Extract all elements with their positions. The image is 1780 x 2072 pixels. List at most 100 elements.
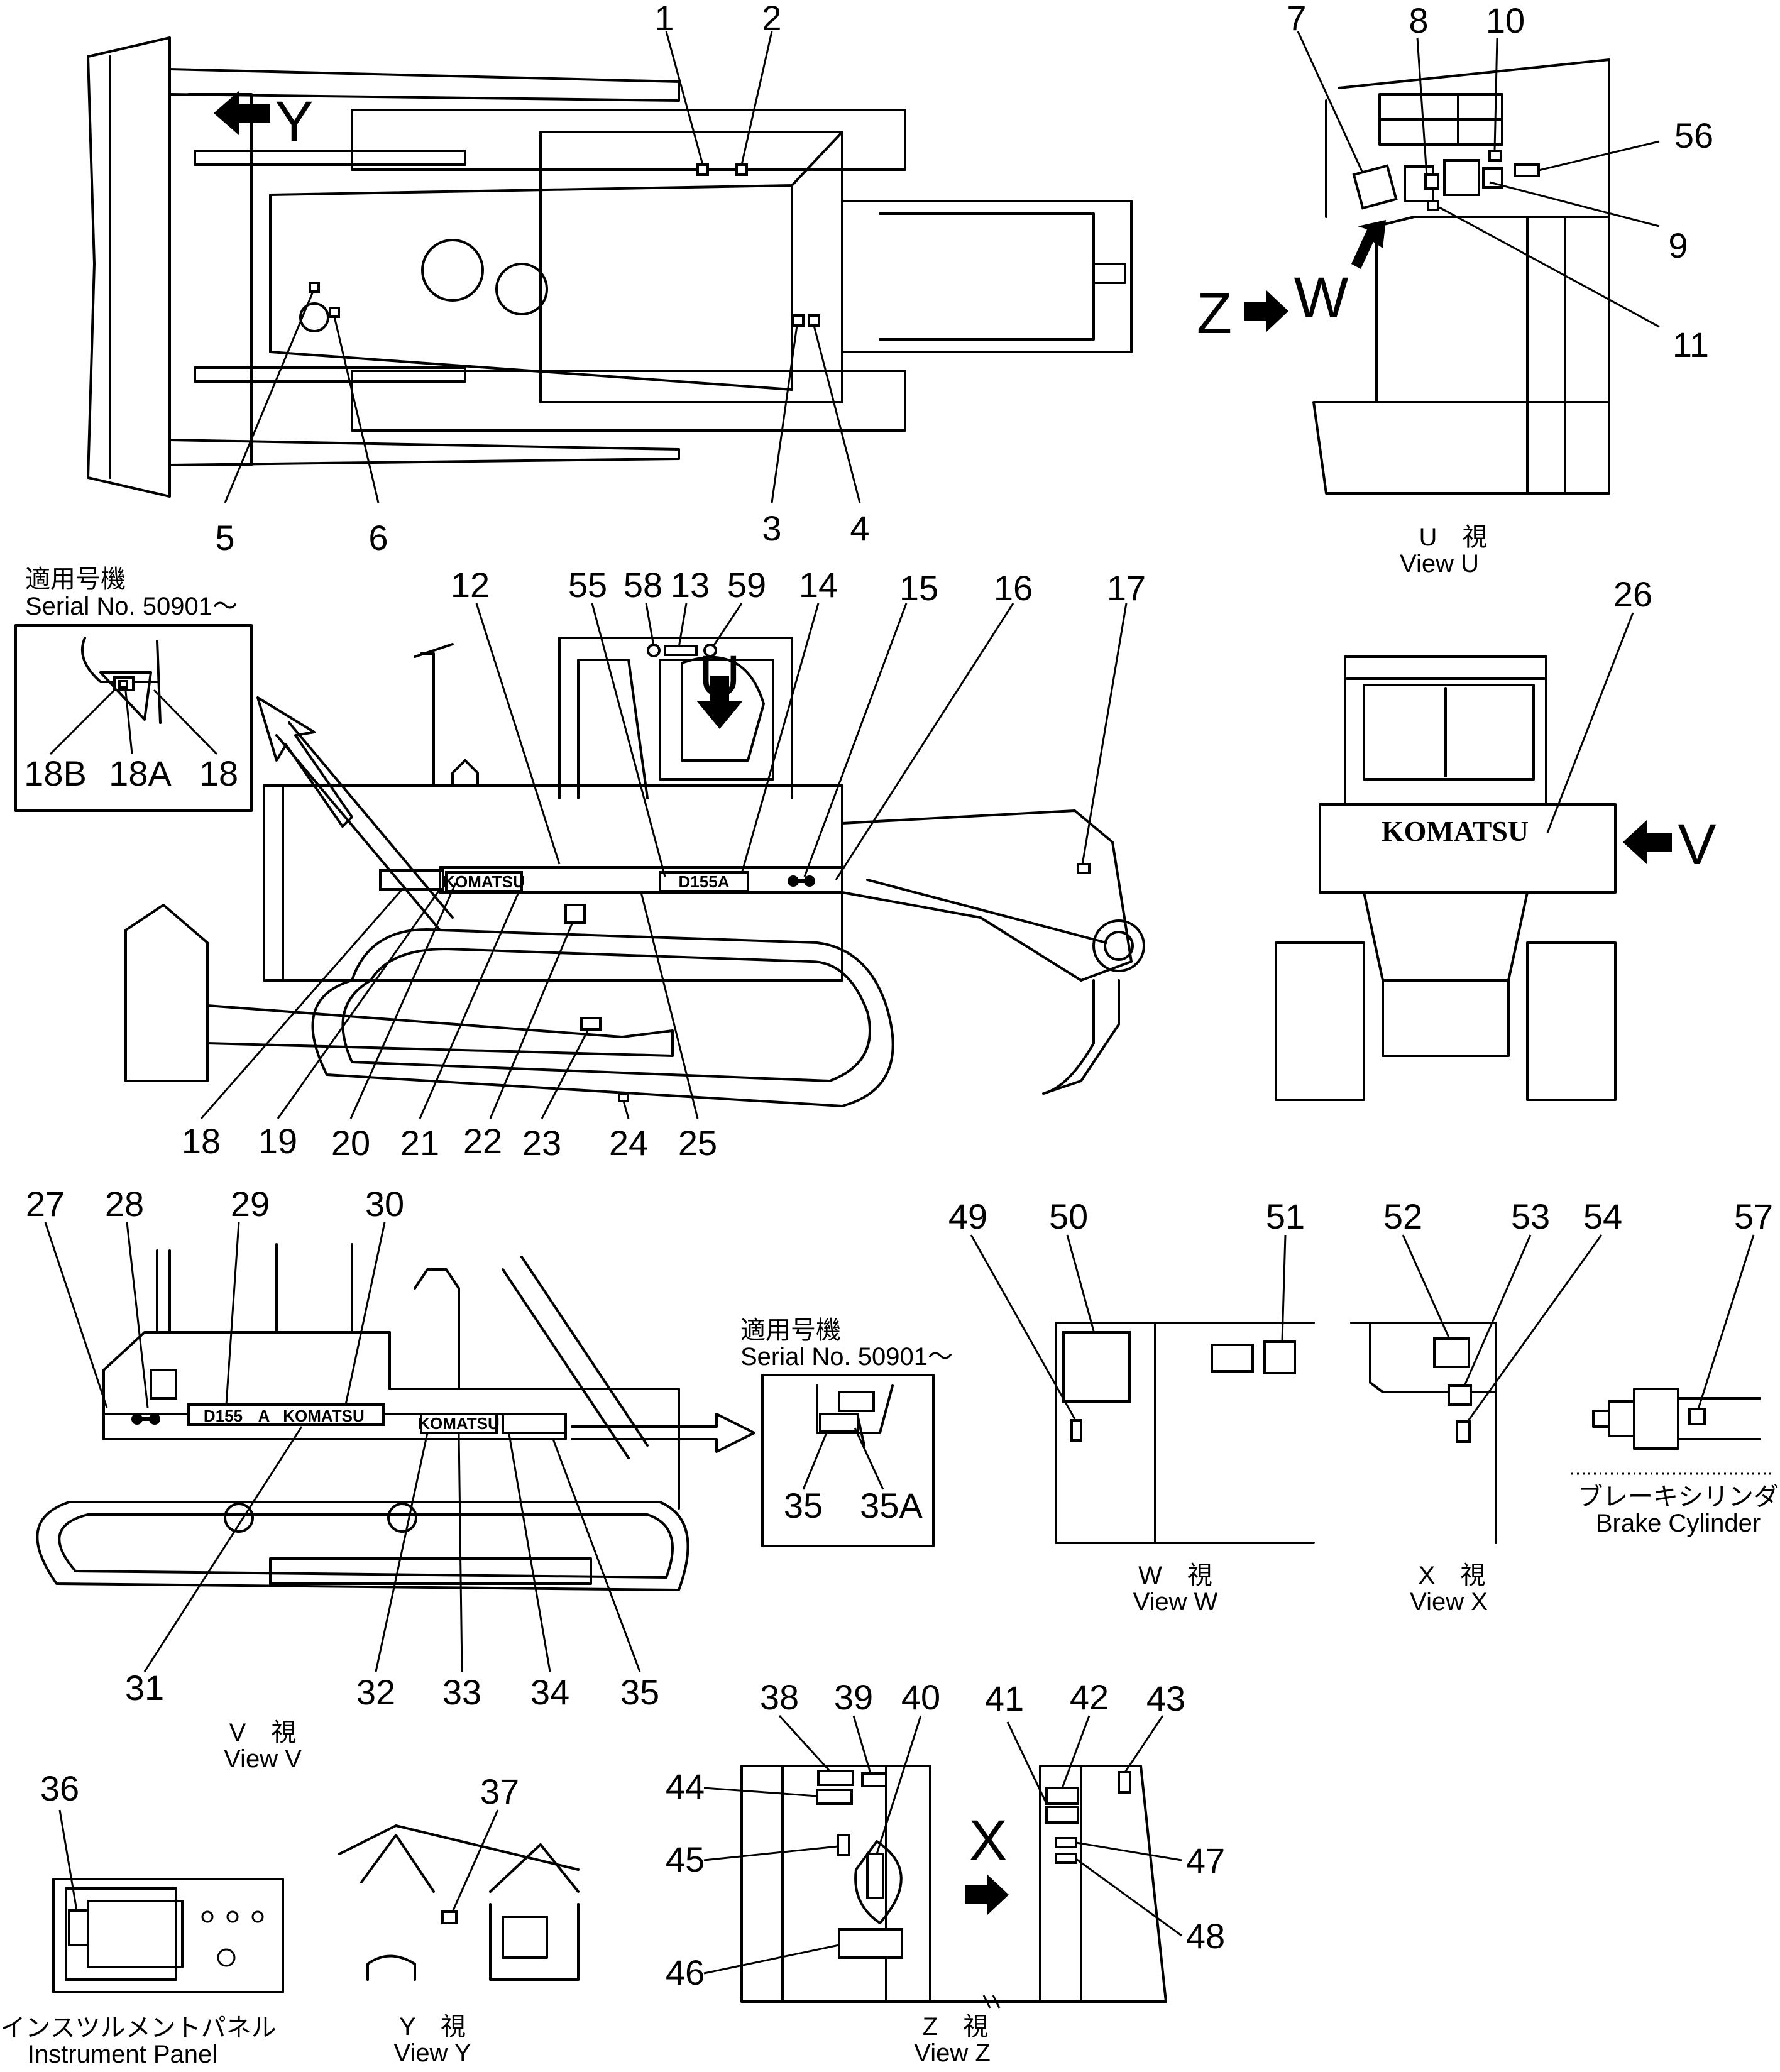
callout-4: 4 [850, 508, 869, 548]
callout-26: 26 [1613, 574, 1652, 614]
callout-57: 57 [1734, 1197, 1773, 1236]
view-letter-w: W [1294, 266, 1349, 330]
callout-21: 21 [400, 1123, 439, 1163]
callout-42: 42 [1070, 1677, 1109, 1717]
decal-brand-side: KOMATSU [443, 872, 525, 891]
callout-5: 5 [215, 518, 234, 557]
callout-22: 22 [463, 1121, 502, 1161]
callout-56: 56 [1674, 116, 1713, 155]
callout-9: 9 [1668, 226, 1688, 265]
view-v-caption-jp: V 視 [229, 1719, 297, 1746]
callout-51: 51 [1266, 1197, 1305, 1236]
view-letter-x: X [969, 1809, 1007, 1873]
callout-29: 29 [231, 1184, 270, 1224]
view-y-drawing [338, 1824, 580, 1981]
callout-17: 17 [1107, 568, 1146, 608]
callout-24: 24 [609, 1123, 648, 1163]
callout-6: 6 [368, 518, 388, 557]
view-x-drawing [1350, 1322, 1497, 1544]
side-view-drawing [124, 637, 1145, 1107]
callout-31: 31 [125, 1668, 164, 1707]
leader-36 [58, 1809, 78, 1911]
callout-44: 44 [666, 1767, 705, 1806]
decal-icon: KOMATSU D155A [443, 872, 729, 891]
view-z-drawing [740, 1765, 1167, 2009]
callout-19: 19 [258, 1121, 297, 1161]
callout-37: 37 [480, 1772, 519, 1811]
serial-note-en-2: Serial No. 50901～ [740, 1343, 953, 1371]
decal-model-v-1: D155 [204, 1406, 243, 1425]
top-view-leaders [224, 31, 861, 503]
callout-40: 40 [901, 1677, 940, 1717]
view-v-drawing [36, 1243, 755, 1591]
instrument-panel-drawing [52, 1878, 284, 1993]
callout-7: 7 [1287, 0, 1306, 38]
leader-26 [1546, 612, 1634, 833]
view-letter-v: V [1678, 813, 1716, 877]
callout-36: 36 [40, 1768, 79, 1808]
callout-30: 30 [365, 1184, 404, 1224]
callout-52: 52 [1383, 1197, 1422, 1236]
leader-37 [451, 1809, 499, 1912]
callout-16: 16 [994, 568, 1033, 608]
view-letter-y: Y [275, 90, 313, 154]
callout-53: 53 [1511, 1197, 1550, 1236]
callout-23: 23 [522, 1123, 561, 1163]
callout-14: 14 [799, 565, 838, 605]
callout-15: 15 [899, 568, 938, 608]
instrument-panel-caption-jp: インスツルメントパネル [0, 2014, 276, 2042]
view-y-caption-en: View Y [393, 2039, 471, 2067]
arrow-icon [256, 676, 743, 828]
view-z-leaders [703, 1714, 1182, 1975]
serial-note-en-1: Serial No. 50901～ [25, 593, 238, 620]
callout-27: 27 [26, 1184, 65, 1224]
view-u-caption-en: View U [1400, 550, 1479, 578]
callout-32: 32 [356, 1672, 395, 1712]
view-z-caption-jp: Z 視 [923, 2013, 988, 2041]
callout-59: 59 [727, 565, 766, 605]
callout-12: 12 [451, 565, 490, 605]
callout-41: 41 [985, 1679, 1024, 1718]
view-letter-z: Z [1197, 282, 1232, 346]
callout-35a: 35A [860, 1486, 923, 1525]
callout-2: 2 [762, 0, 781, 38]
callout-28: 28 [105, 1184, 144, 1224]
callout-18: 18 [182, 1121, 221, 1161]
view-v-leaders [44, 1222, 641, 1672]
view-x-caption-jp: X 視 [1419, 1562, 1486, 1589]
callout-20: 20 [331, 1123, 370, 1163]
inset-18-leaders [49, 687, 218, 755]
callout-45: 45 [666, 1839, 705, 1879]
callout-35: 35 [620, 1672, 659, 1712]
instrument-panel-caption-en: Instrument Panel [28, 2041, 217, 2068]
brake-cylinder-drawing [1571, 1388, 1772, 1475]
decal-brand-v-2: KOMATSU [418, 1414, 500, 1433]
callout-33: 33 [442, 1672, 481, 1712]
serial-note-jp-2: 適用号機 [740, 1317, 841, 1344]
brake-cylinder-caption-jp: ブレーキシリンダ [1578, 1483, 1779, 1511]
callout-34: 34 [530, 1672, 569, 1712]
callout-13: 13 [671, 565, 710, 605]
callout-47: 47 [1186, 1841, 1225, 1880]
decal-model-v-2: A [258, 1406, 270, 1425]
arrow-icon [214, 91, 270, 135]
rear-view-drawing [1275, 655, 1617, 1101]
arrow-icon [1244, 220, 1386, 332]
view-w-caption-en: View W [1133, 1588, 1218, 1616]
callout-48: 48 [1186, 1916, 1225, 1956]
callout-49: 49 [948, 1197, 987, 1236]
view-u-leaders [1297, 31, 1660, 328]
callout-1: 1 [654, 0, 674, 38]
callout-50: 50 [1049, 1197, 1088, 1236]
view-u-drawing [1312, 58, 1610, 495]
decal-brand-v-1: KOMATSU [283, 1406, 365, 1425]
callout-8: 8 [1409, 1, 1428, 40]
callout-43: 43 [1146, 1679, 1185, 1718]
callout-54: 54 [1583, 1197, 1622, 1236]
view-v-caption-en: View V [224, 1745, 302, 1773]
decal-brand-rear: KOMATSU [1382, 815, 1529, 847]
decal-icon: D155 A KOMATSU KOMATSU [204, 1406, 500, 1433]
side-view-leaders [200, 603, 1128, 1119]
callout-55: 55 [568, 565, 607, 605]
